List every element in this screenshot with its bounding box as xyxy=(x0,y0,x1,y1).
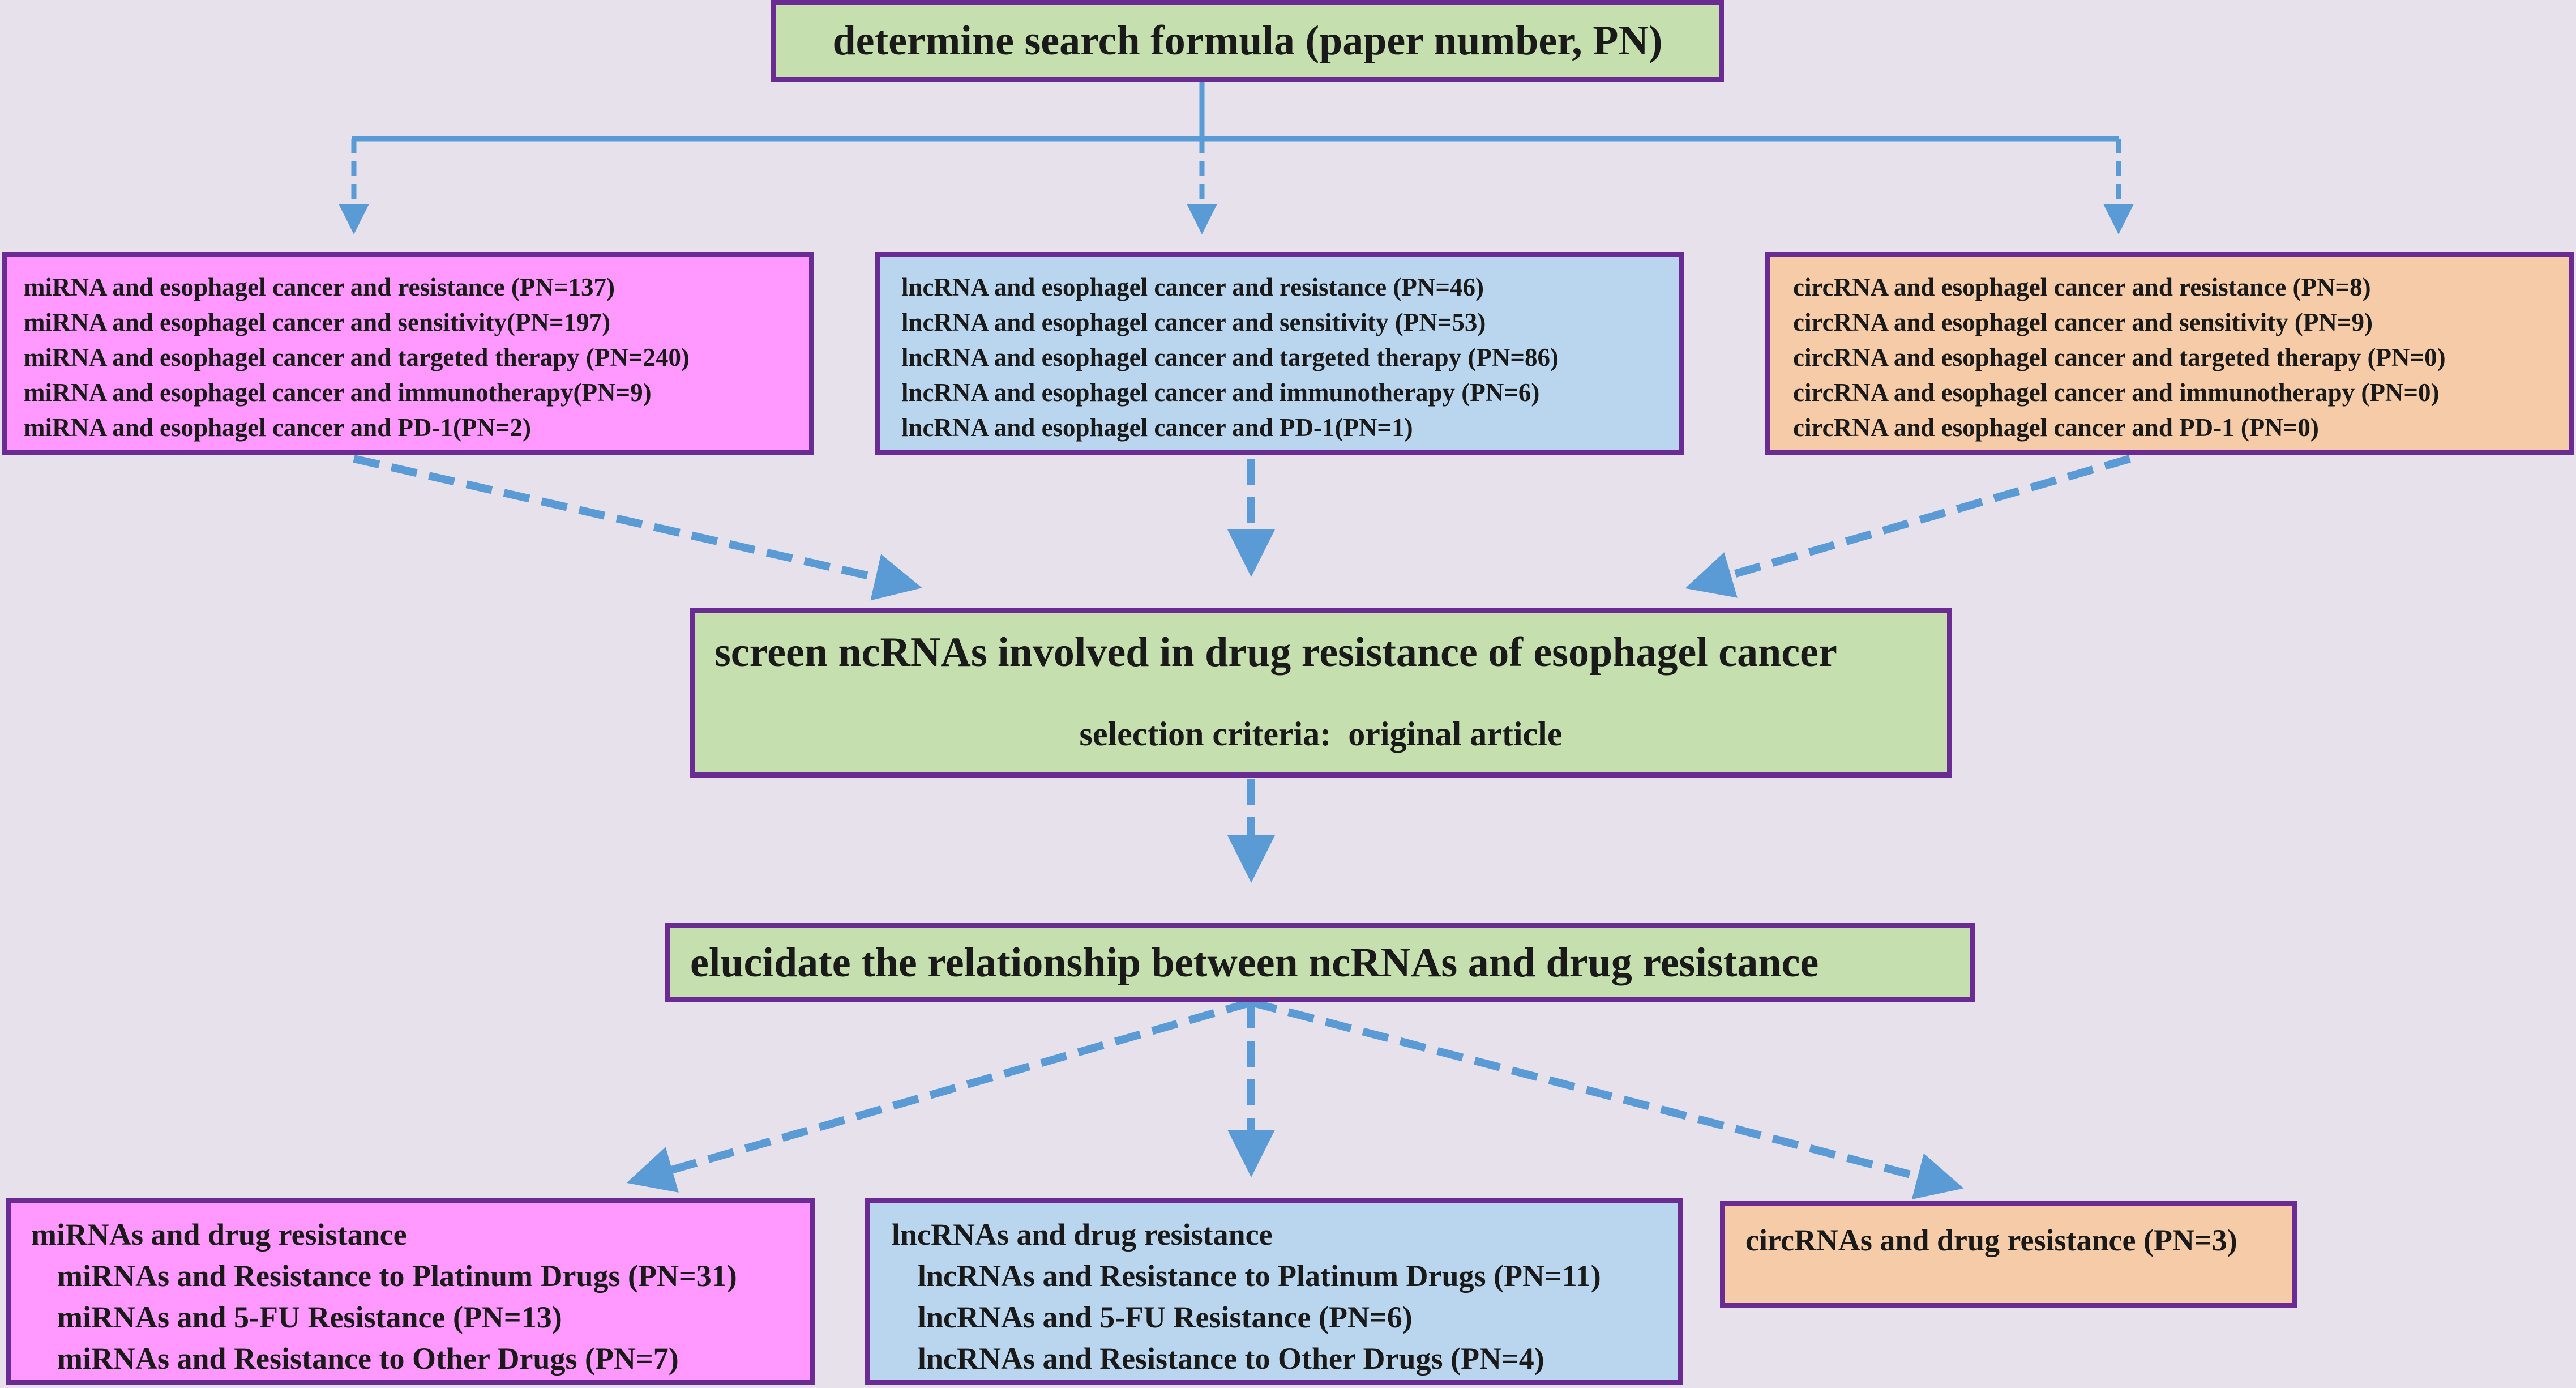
results-heading: lncRNAs and drug resistance xyxy=(892,1218,1273,1252)
query-line: lncRNA and esophagel cancer and targeted… xyxy=(901,343,1559,371)
query-line: lncRNA and esophagel cancer and sensitiv… xyxy=(901,308,1486,336)
query-line: circRNA and esophagel cancer and immunot… xyxy=(1793,378,2440,407)
results-item: lncRNAs and 5-FU Resistance (PN=6) xyxy=(918,1300,1413,1334)
results-item: lncRNAs and Resistance to Other Drugs (P… xyxy=(918,1342,1544,1376)
arrow-elucidate-to-mirna-results xyxy=(626,998,1252,1193)
query-line: lncRNA and esophagel cancer and resistan… xyxy=(901,273,1484,301)
query-line: lncRNA and esophagel cancer and immunoth… xyxy=(901,378,1540,407)
circrna-query-box: circRNA and esophagel cancer and resista… xyxy=(1765,252,2574,455)
search-formula-title: determine search formula (paper number, … xyxy=(832,18,1663,64)
circrna-results-box: circRNAs and drug resistance (PN=3) xyxy=(1720,1201,2297,1308)
results-item: miRNAs and 5-FU Resistance (PN=13) xyxy=(57,1300,562,1334)
results-item: miRNAs and Resistance to Platinum Drugs … xyxy=(57,1259,737,1293)
results-heading: circRNAs and drug resistance (PN=3) xyxy=(1745,1223,2237,1257)
mirna-query-box: miRNA and esophagel cancer and resistanc… xyxy=(2,252,814,455)
query-line: miRNA and esophagel cancer and PD-1(PN=2… xyxy=(24,413,532,442)
results-item: miRNAs and Resistance to Other Drugs (PN… xyxy=(57,1342,679,1376)
query-line: miRNA and esophagel cancer and targeted … xyxy=(24,343,690,371)
selection-criteria: selection criteria: original article xyxy=(1079,715,1563,753)
query-line: miRNA and esophagel cancer and sensitivi… xyxy=(24,308,611,336)
arrow-elucidate-to-circrna-results xyxy=(1250,998,1964,1199)
screen-box: screen ncRNAs involved in drug resistanc… xyxy=(690,608,1952,778)
arrow-circrna-to-screen xyxy=(1685,455,2131,598)
lncrna-query-box: lncRNA and esophagel cancer and resistan… xyxy=(875,252,1684,455)
arrow-mirna-to-screen xyxy=(353,455,922,601)
elucidate-box: elucidate the relationship between ncRNA… xyxy=(665,923,1975,1002)
screen-title: screen ncRNAs involved in drug resistanc… xyxy=(714,629,1837,676)
query-line: circRNA and esophagel cancer and targete… xyxy=(1793,343,2446,371)
query-line: circRNA and esophagel cancer and PD-1 (P… xyxy=(1793,413,2319,442)
elucidate-title: elucidate the relationship between ncRNA… xyxy=(690,939,1819,986)
query-line: miRNA and esophagel cancer and resistanc… xyxy=(24,273,615,301)
top-connector xyxy=(352,74,2119,142)
query-line: circRNA and esophagel cancer and sensiti… xyxy=(1793,308,2373,336)
lncrna-results-box: lncRNAs and drug resistance lncRNAs and … xyxy=(865,1198,1683,1385)
query-line: circRNA and esophagel cancer and resista… xyxy=(1793,273,2371,301)
query-line: miRNA and esophagel cancer and immunothe… xyxy=(24,378,652,407)
query-line: lncRNA and esophagel cancer and PD-1(PN=… xyxy=(901,413,1413,442)
results-item: lncRNAs and Resistance to Platinum Drugs… xyxy=(918,1259,1601,1293)
mirna-results-box: miRNAs and drug resistance miRNAs and Re… xyxy=(6,1198,815,1385)
search-formula-box: determine search formula (paper number, … xyxy=(771,0,1724,82)
results-heading: miRNAs and drug resistance xyxy=(31,1218,407,1252)
